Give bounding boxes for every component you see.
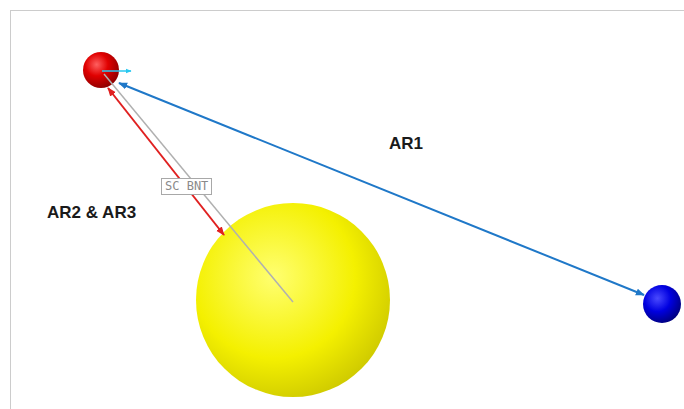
arrow-label: AR1	[389, 134, 423, 154]
velocity-arrow	[102, 70, 131, 72]
center-line	[104, 74, 293, 302]
frame-line	[10, 10, 684, 11]
distance-arrow	[119, 83, 644, 295]
object-tag: SC BNT	[161, 178, 212, 195]
arrow-label: AR2 & AR3	[47, 203, 136, 223]
blue-sphere	[643, 285, 681, 323]
sun-sphere	[196, 203, 390, 397]
frame-line	[10, 10, 11, 409]
red-sphere	[83, 52, 119, 88]
